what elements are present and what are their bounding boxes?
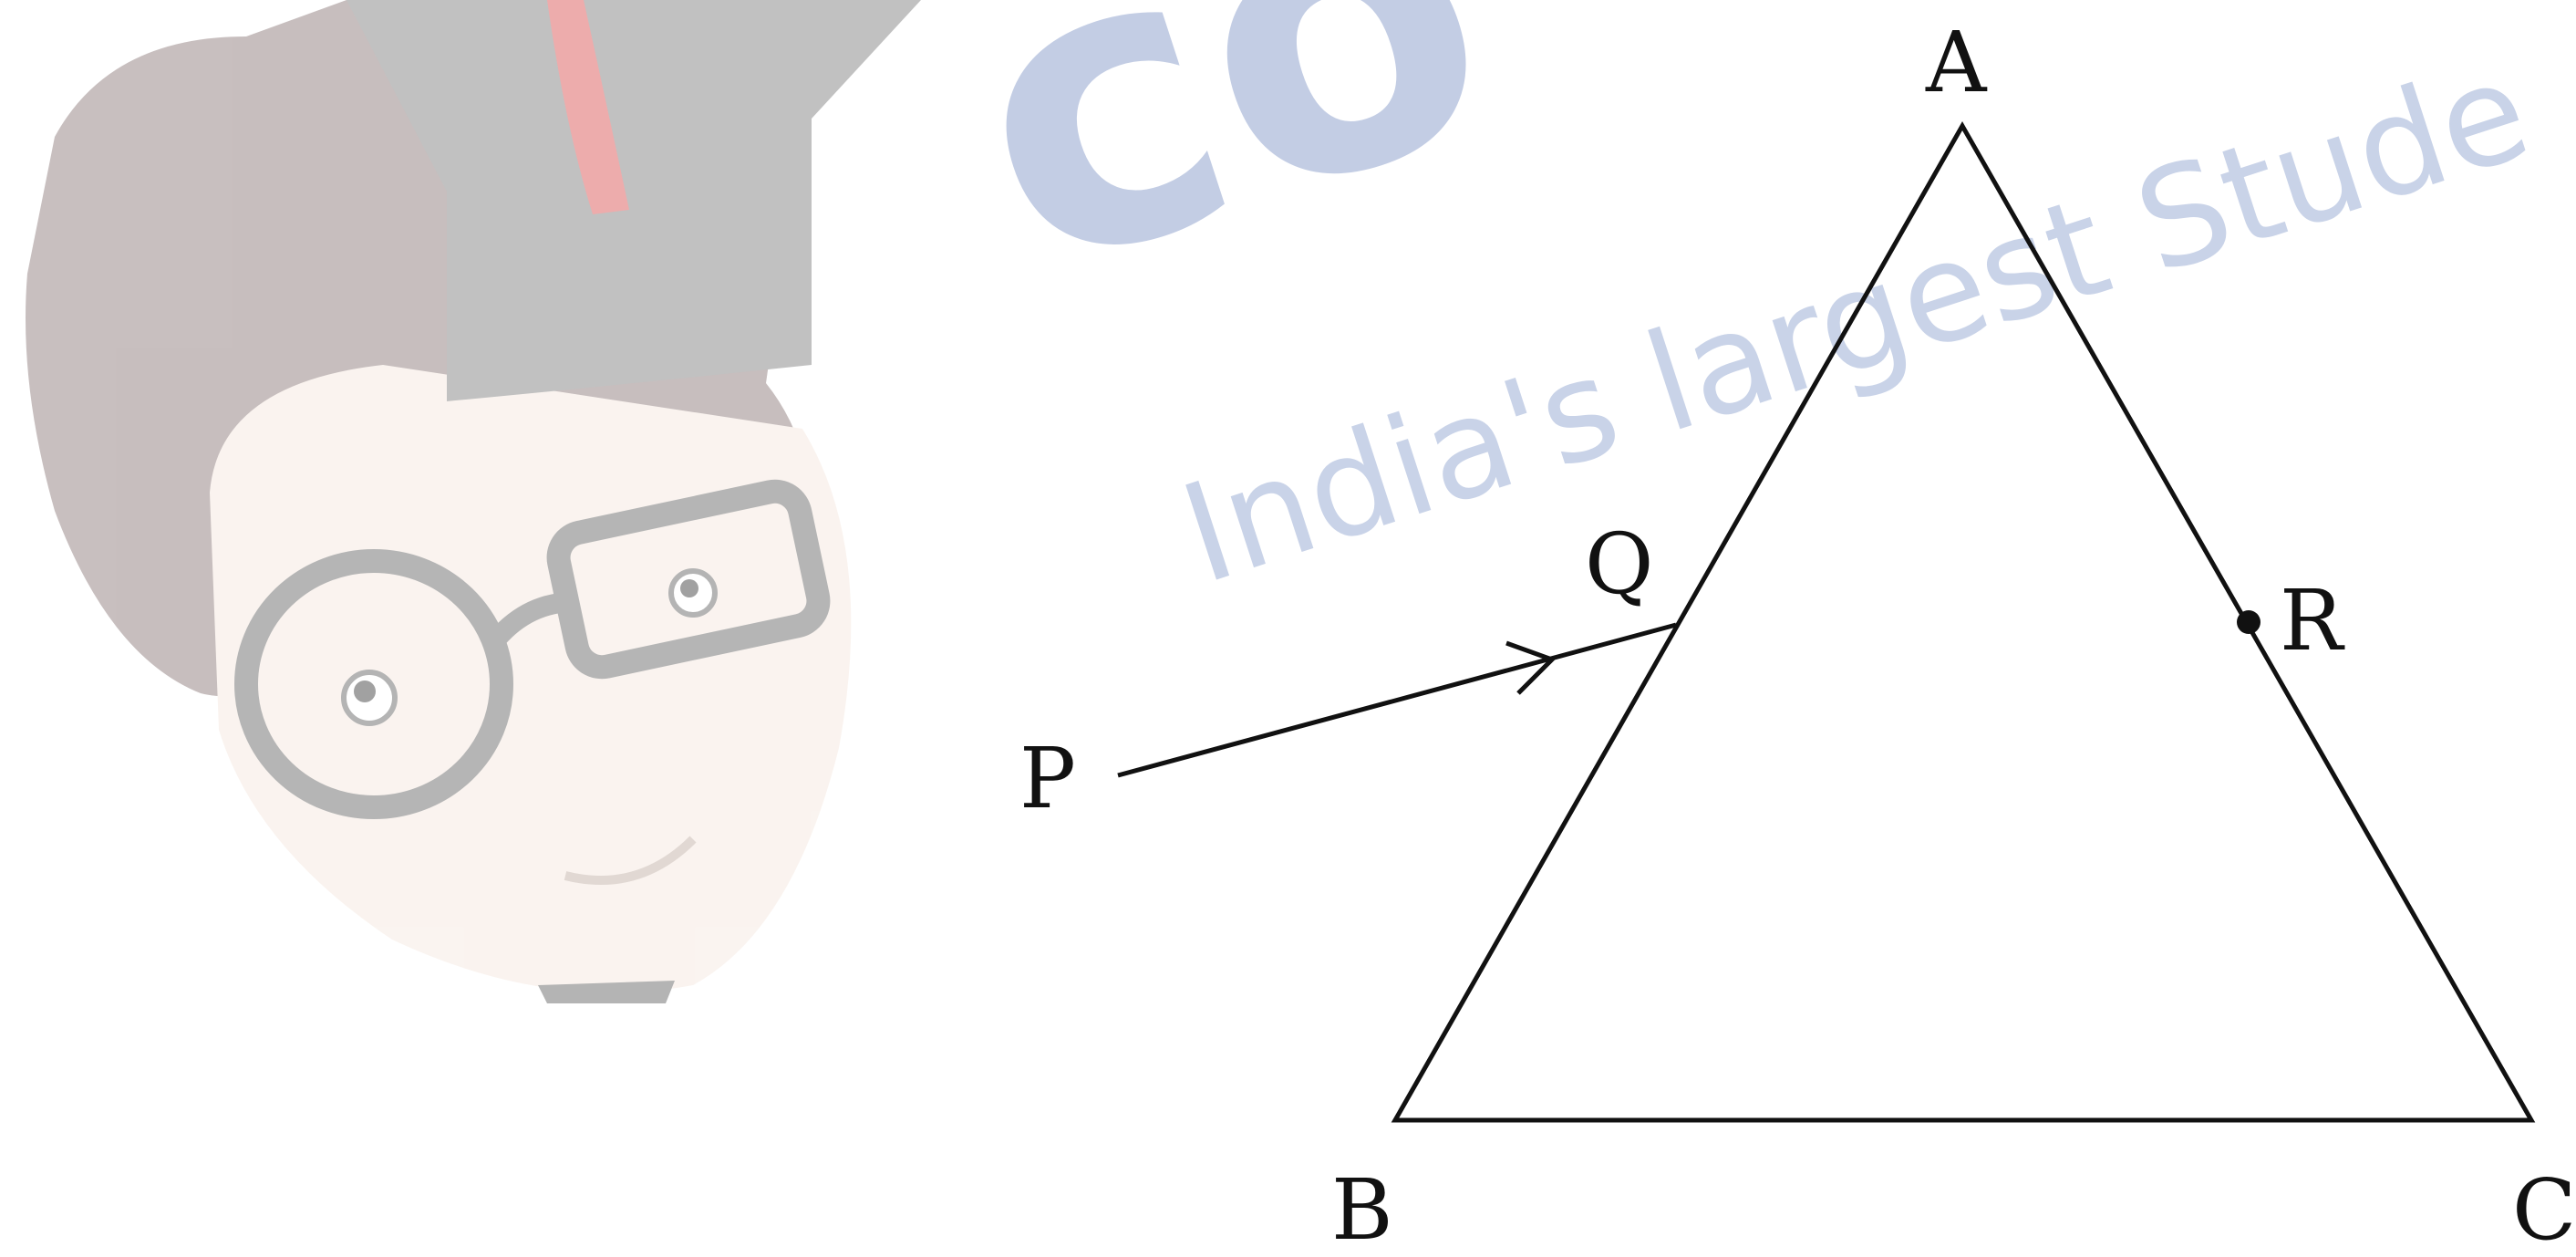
- watermark-brand-text: co: [918, 0, 1536, 362]
- mascot-tassel: [547, 0, 629, 214]
- mascot-watermark: [26, 0, 921, 1003]
- mascot-chin: [538, 981, 675, 1003]
- ray-pq: [1117, 622, 1677, 778]
- label-b: B: [1331, 1161, 1393, 1257]
- ray-arrowhead: [1505, 640, 1557, 695]
- mascot-cap: [347, 0, 921, 401]
- mascot-mouth: [564, 836, 697, 885]
- label-r: R: [2280, 572, 2345, 670]
- mascot-glasses-bridge: [489, 592, 575, 646]
- mascot-face: [210, 365, 852, 993]
- point-r-marker: [2237, 610, 2260, 634]
- brand-watermark: co India's largest Stude: [918, 0, 2546, 615]
- mascot-glasses-left: [234, 549, 513, 819]
- label-q: Q: [1585, 515, 1653, 613]
- label-c: C: [2512, 1161, 2576, 1257]
- label-p: P: [1019, 730, 1076, 827]
- label-a: A: [1925, 14, 1988, 111]
